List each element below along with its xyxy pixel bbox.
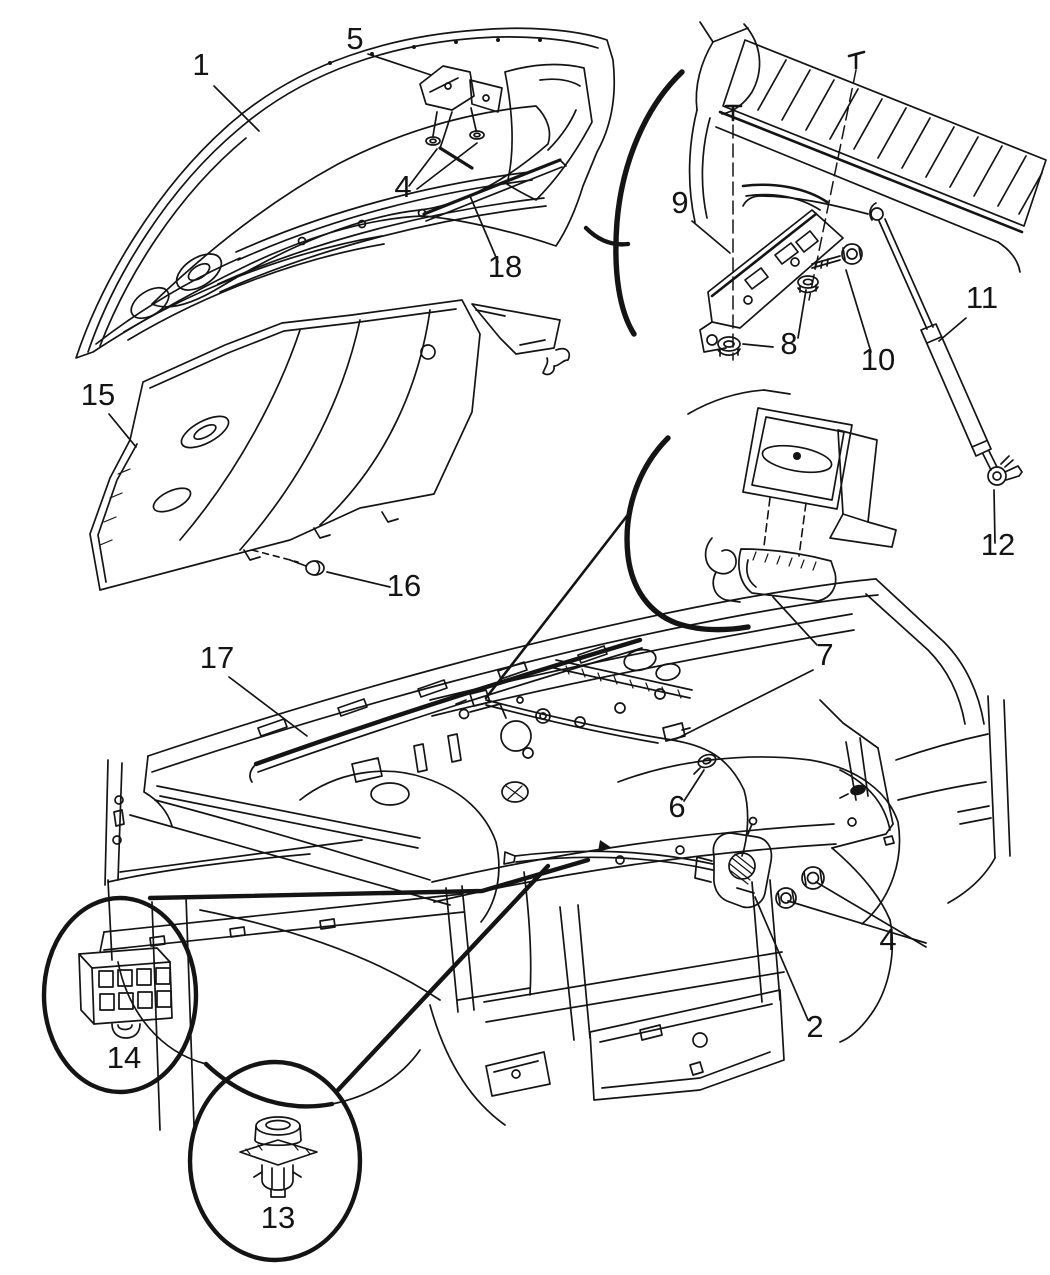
- callout-4-upper: 4: [394, 169, 411, 204]
- callout-7: 7: [816, 637, 833, 672]
- strut-end-fitting: [987, 455, 1023, 486]
- cable-grommet: [693, 753, 717, 775]
- hood-hinge: [699, 183, 869, 353]
- callout-14: 14: [107, 1040, 141, 1075]
- callout-8: 8: [780, 326, 797, 361]
- body-front-structure: [99, 578, 1011, 1131]
- callout-5: 5: [346, 21, 363, 56]
- push-nut-lower: [717, 336, 741, 357]
- callout-2: 2: [806, 1009, 823, 1044]
- hinge-screw-left: [724, 104, 743, 361]
- callout-11: 11: [966, 280, 998, 315]
- callout-15: 15: [81, 377, 115, 412]
- pad-corner-fragment: [471, 303, 571, 376]
- callout-leaders: [108, 53, 996, 1021]
- hatch-lines: [757, 59, 1043, 215]
- hood-stud-fasteners: [425, 107, 485, 146]
- hood-hinge-bracket: [419, 65, 503, 170]
- release-cable: [455, 689, 749, 857]
- hood-panel: [75, 27, 616, 359]
- cowl-hinge-detail: [688, 21, 1047, 361]
- hood-molding: [422, 158, 567, 222]
- push-nut-upper: [797, 275, 819, 294]
- gas-prop-strut: [869, 202, 1023, 486]
- callout-12: 12: [981, 527, 1015, 562]
- callout-17: 17: [200, 640, 234, 675]
- latch-bolt-b: [801, 866, 825, 890]
- connector-block: [78, 947, 173, 1039]
- cowl-weatherstrip: [249, 637, 643, 783]
- detail-circle-13: [187, 863, 551, 1263]
- callout-4-lower: 4: [879, 922, 896, 957]
- cable-hook: [704, 537, 741, 603]
- callout-9: 9: [671, 185, 688, 220]
- leader-circle-13: [335, 863, 551, 1093]
- hood-silencer-pad: [89, 299, 481, 591]
- hood-latch-assembly: [503, 722, 825, 909]
- leader-circle-14: [147, 857, 591, 901]
- callout-10: 10: [861, 342, 895, 377]
- callout-18: 18: [488, 249, 522, 284]
- clip-fastener: [239, 1116, 318, 1198]
- release-handle: [738, 548, 837, 602]
- callout-6: 6: [668, 789, 685, 824]
- detail-arc-hinge: [583, 69, 685, 337]
- release-handle-detail: [484, 389, 897, 700]
- latch-bolt-a: [775, 887, 797, 909]
- callout-16: 16: [387, 568, 421, 603]
- pad-push-pin: [251, 549, 325, 576]
- callout-13: 13: [261, 1200, 295, 1235]
- detail-circle-14: [41, 857, 591, 1095]
- callout-labels: 1 5 4 18 9 8 10 11 12 15 16 17 7 6 4 2 1…: [81, 21, 1015, 1235]
- hinge-bolt: [811, 243, 863, 270]
- callout-1: 1: [192, 47, 209, 82]
